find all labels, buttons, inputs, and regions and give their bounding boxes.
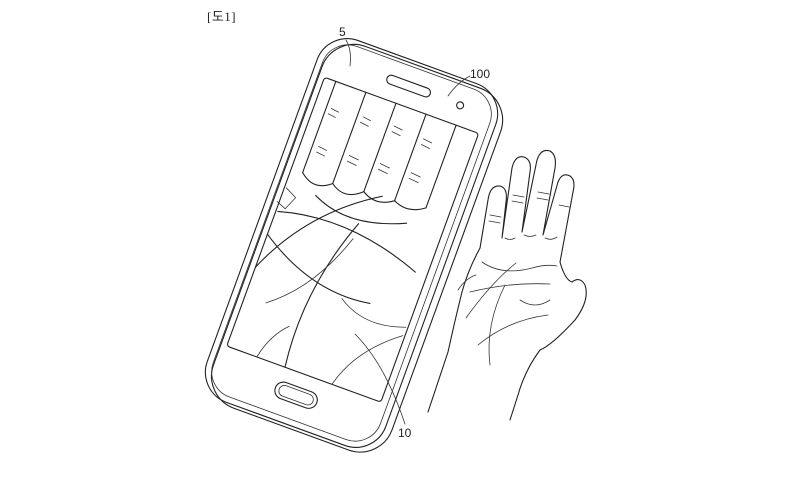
leader-line-10 xyxy=(354,333,406,425)
phone-body xyxy=(204,38,499,448)
phone-side-shell xyxy=(210,43,504,453)
hand xyxy=(427,149,587,421)
front-camera-icon xyxy=(456,101,465,110)
figure-label: [도1] xyxy=(207,9,237,24)
smartphone xyxy=(204,38,504,453)
home-button-inner xyxy=(278,385,314,406)
earpiece-icon xyxy=(386,74,432,98)
ref-label-palm-image: 10 xyxy=(398,426,412,440)
leader-line-100 xyxy=(447,75,471,97)
ref-label-device: 100 xyxy=(470,67,490,81)
home-button[interactable] xyxy=(273,380,320,411)
phone-bezel xyxy=(211,44,492,442)
hand-outline xyxy=(427,149,587,421)
ref-label-screen-edge: 5 xyxy=(339,25,346,39)
phone-screen xyxy=(227,77,479,402)
screen-palm-image xyxy=(254,80,457,385)
leader-line-5 xyxy=(345,39,351,67)
